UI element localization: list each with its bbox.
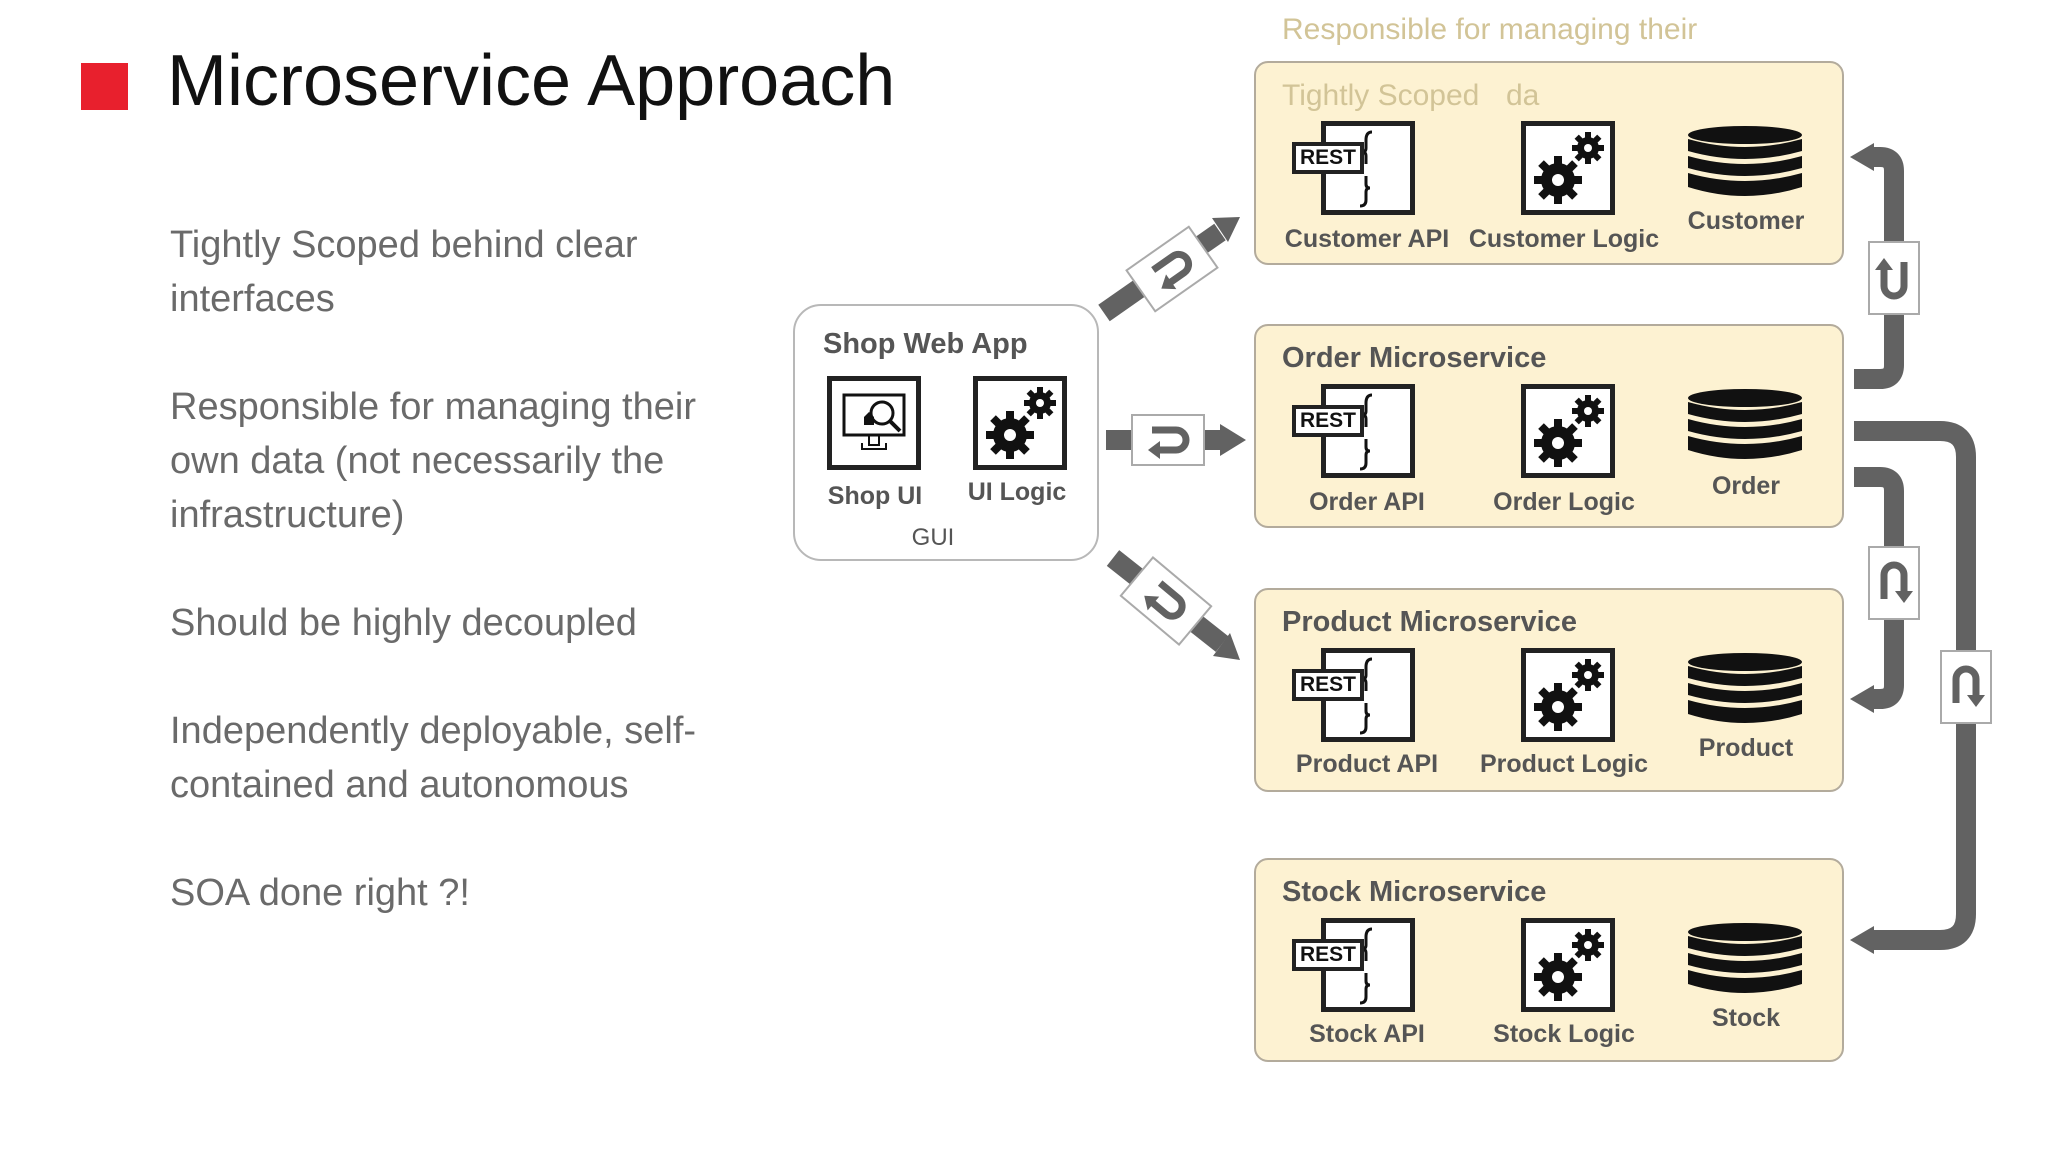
api-label: Product API — [1295, 750, 1439, 778]
arrowhead — [1850, 143, 1874, 171]
uturn-label-product — [1868, 546, 1920, 620]
rest-tag: REST — [1292, 939, 1365, 971]
database-icon — [1687, 922, 1804, 1002]
db-label: Stock — [1711, 1004, 1781, 1032]
database-icon — [1687, 652, 1804, 732]
api-label: Stock API — [1309, 1020, 1425, 1048]
web-app-title: Shop Web App — [823, 328, 1028, 360]
db-label: Order — [1711, 472, 1781, 500]
database-icon — [1687, 388, 1804, 468]
monitor-icon — [827, 376, 921, 470]
shop-ui-label: Shop UI — [827, 482, 923, 510]
ghost-text: Responsible for managing their — [1282, 13, 1698, 46]
uturn-label-stock — [1940, 650, 1992, 724]
arrowhead — [1213, 633, 1240, 660]
rest-tag: REST — [1292, 142, 1365, 174]
rest-tag: REST — [1292, 669, 1365, 701]
arrowhead — [1850, 926, 1874, 954]
gui-label: GUI — [911, 524, 955, 551]
bullet-1: Tightly Scoped behind clear interfaces — [170, 224, 638, 320]
uturn-label-lower — [1119, 556, 1213, 646]
bullet-2: Responsible for managing their own data … — [170, 386, 696, 536]
product-microservice-box: Product Microservice REST Product API Pr… — [1254, 588, 1844, 792]
bullet-4: Independently deployable, self-contained… — [170, 710, 697, 806]
order-microservice-box: Order Microservice REST Order API Order … — [1254, 324, 1844, 528]
gears-icon — [1521, 918, 1615, 1012]
ghost-text-2: da — [1506, 79, 1540, 112]
gears-icon — [973, 376, 1067, 470]
uturn-label-customer — [1868, 241, 1920, 315]
db-label: Customer — [1687, 207, 1805, 235]
customer-microservice-box: Responsible for managing their Tightly S… — [1254, 13, 1844, 265]
bullet-3: Should be highly decoupled — [170, 602, 637, 644]
slide-title: Microservice Approach — [167, 41, 896, 121]
rest-api-icon: REST — [1292, 121, 1415, 215]
arrowhead — [1220, 424, 1246, 456]
shop-web-app-box: Shop Web App Shop UI UI Logic GUI — [793, 304, 1099, 561]
ghost-title: Tightly Scoped — [1282, 79, 1480, 112]
gears-icon — [1521, 121, 1615, 215]
bullet-5: SOA done right ?! — [170, 872, 470, 914]
logic-label: Customer Logic — [1468, 225, 1660, 253]
accent-square — [81, 63, 128, 110]
logic-label: Product Logic — [1479, 750, 1649, 778]
uturn-label-middle — [1131, 414, 1205, 466]
rest-tag: REST — [1292, 405, 1365, 437]
database-icon — [1687, 125, 1804, 205]
gears-icon — [1521, 384, 1615, 478]
service-title: Stock Microservice — [1282, 876, 1547, 908]
ui-logic-label: UI Logic — [967, 478, 1067, 506]
logic-label: Stock Logic — [1493, 1020, 1635, 1048]
uturn-label-upper — [1125, 225, 1219, 313]
api-label: Customer API — [1284, 225, 1450, 253]
db-label: Product — [1698, 734, 1794, 762]
rest-api-icon: REST — [1292, 384, 1415, 478]
logic-label: Order Logic — [1493, 488, 1635, 516]
arrowhead — [1850, 685, 1874, 713]
rest-api-icon: REST — [1292, 918, 1415, 1012]
rest-api-icon: REST — [1292, 648, 1415, 742]
gears-icon — [1521, 648, 1615, 742]
service-title: Order Microservice — [1282, 342, 1547, 374]
arrowhead — [1212, 217, 1240, 242]
stock-microservice-box: Stock Microservice REST Stock API Stock … — [1254, 858, 1844, 1062]
service-title: Product Microservice — [1282, 606, 1577, 638]
api-label: Order API — [1309, 488, 1425, 516]
